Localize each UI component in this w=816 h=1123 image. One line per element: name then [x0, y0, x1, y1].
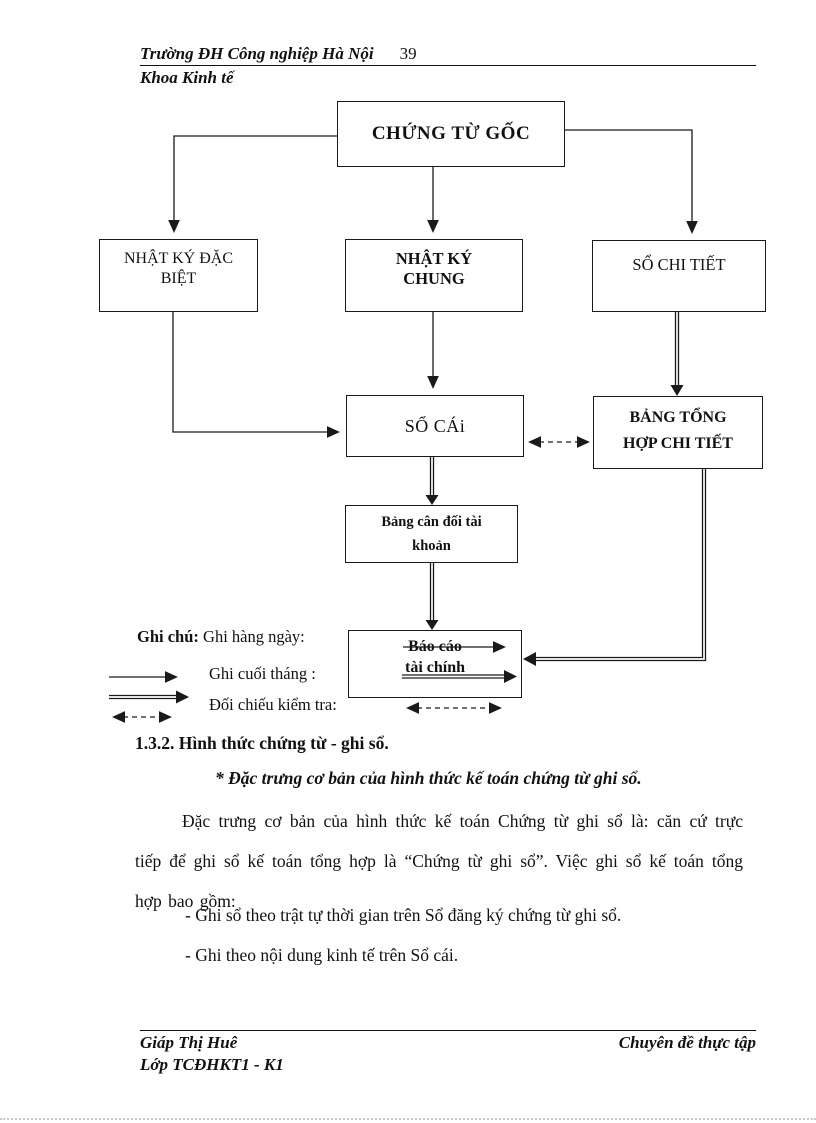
double-arrow-ledger-to-trial-balance-icon [425, 457, 439, 505]
footer-rule [140, 1030, 756, 1031]
section-heading: 1.3.2. Hình thức chứng từ - ghi sổ. [135, 733, 389, 753]
legend-monthly-arrow-icon [109, 690, 189, 704]
footer-line1: Giáp Thị Huê Chuyên đề thực tập [140, 1033, 756, 1053]
legend-check-label: Đối chiếu kiểm tra: [209, 695, 337, 714]
header-school: Trường ĐH Công nghiệp Hà Nội [140, 44, 374, 63]
box-nhat-ky-chung-line2: CHUNG [403, 269, 465, 288]
box-so-chi-tiet-label: SỔ CHI TIẾT [632, 255, 726, 274]
header-faculty: Khoa Kinh tế [140, 68, 234, 87]
box-so-cai: SỔ CÁi [346, 395, 524, 457]
box-bang-tong-hop-chi-tiet: BẢNG TỔNG HỢP CHI TIẾT [593, 396, 763, 469]
header-rule: Trường ĐH Công nghiệp Hà Nội 39 [140, 44, 756, 66]
legend-arrow-samples [109, 671, 189, 723]
box-bang-tong-hop-line1: BẢNG TỔNG [629, 409, 727, 426]
arrow-source-to-detail-book-icon [565, 129, 698, 234]
box-nhat-ky-dac-biet-line1: NHẬT KÝ ĐẶC [123, 250, 234, 267]
box-so-chi-tiet: SỔ CHI TIẾT [592, 240, 766, 312]
double-arrow-detail-to-summary-icon [670, 312, 684, 396]
box-bang-can-doi-line1: Bảng cân đối tài [381, 514, 482, 530]
footer-author: Giáp Thị Huê [140, 1033, 238, 1052]
box-bao-cao-tai-chinh: Báo cáo tài chính [348, 630, 522, 698]
body-paragraph: Đặc trưng cơ bản của hình thức kế toán C… [135, 811, 743, 911]
legend-monthly-label: Ghi cuối tháng : [209, 664, 316, 683]
legend-daily-label: Ghi hàng ngày: [203, 627, 305, 646]
box-bang-can-doi-tai-khoan: Bảng cân đối tài khoản [345, 505, 518, 563]
box-nhat-ky-dac-biet: NHẬT KÝ ĐẶC BIỆT [99, 239, 258, 312]
box-nhat-ky-chung: NHẬT KÝ CHUNG [345, 239, 523, 312]
footer-class: Lớp TCĐHKT1 - K1 [140, 1055, 284, 1074]
footer-subject: Chuyên đề thực tập [618, 1033, 756, 1052]
page-bottom-edge [0, 1118, 816, 1120]
box-bang-tong-hop-line2: HỢP CHI TIẾT [623, 435, 733, 452]
box-bao-cao-line1: Báo cáo [408, 638, 462, 655]
bullet-item: - Ghi theo nội dung kinh tế trên Sổ cái. [185, 945, 459, 965]
legend-title-label: Ghi chú: [137, 627, 199, 646]
sub-heading: * Đặc trưng cơ bản của hình thức kế toán… [215, 768, 642, 788]
box-nhat-ky-dac-biet-line2: BIỆT [160, 270, 197, 287]
legend-title: Ghi chú: Ghi hàng ngày: [137, 627, 305, 647]
box-so-cai-label: SỔ CÁi [404, 416, 466, 436]
bullet-item: - Ghi sổ theo trật tự thời gian trên Sổ … [185, 905, 622, 925]
arrow-special-journal-to-ledger-icon [172, 312, 340, 438]
box-chung-tu-goc: CHỨNG TỪ GỐC [337, 101, 565, 167]
box-chung-tu-goc-label: CHỨNG TỪ GỐC [371, 123, 531, 144]
page-number: 39 [399, 44, 417, 63]
double-arrow-trial-balance-to-report-icon [425, 563, 439, 630]
double-arrow-summary-to-report-icon [523, 469, 707, 666]
box-bang-can-doi-line2: khoản [412, 538, 451, 554]
page-header: Trường ĐH Công nghiệp Hà Nội 39 Khoa Kinh… [140, 44, 756, 88]
arrow-source-to-special-journal-icon [168, 135, 337, 233]
box-nhat-ky-chung-line1: NHẬT KÝ [395, 249, 473, 268]
box-bao-cao-line2: tài chính [404, 659, 465, 676]
